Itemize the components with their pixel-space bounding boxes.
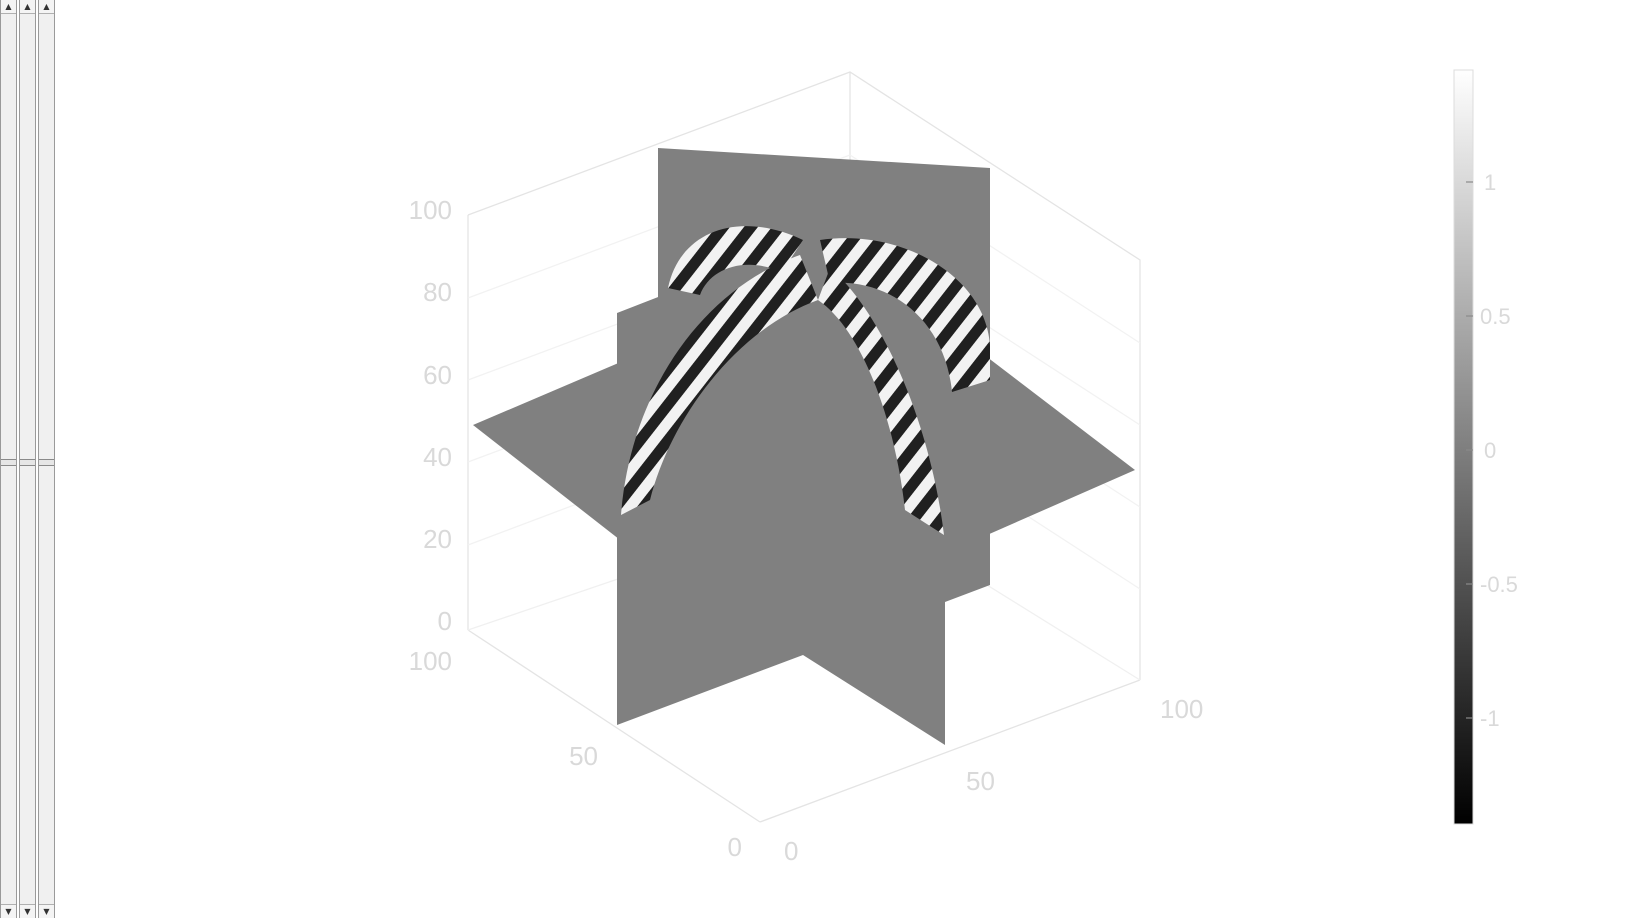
colorbar-gradient [1453,69,1474,825]
y-axis-ticks: 0 50 100 [409,646,742,862]
z-tick-label: 60 [423,360,452,390]
scroll-up-icon[interactable]: ▲ [20,0,35,14]
scroll-down-icon[interactable]: ▼ [20,904,35,918]
y-tick-label: 50 [569,741,598,771]
colorbar-tick-label: 0 [1484,438,1496,463]
z-tick-label: 40 [423,442,452,472]
x-tick-label: 0 [784,836,798,866]
scroll-down-icon[interactable]: ▼ [1,904,16,918]
slider-thumb[interactable] [20,459,35,466]
slider-thumb[interactable] [39,459,54,466]
slider-x[interactable]: ▲ ▼ [0,0,17,918]
sphere-shell-xz-left [621,255,818,515]
sphere-shell-xz-front-right [818,268,944,535]
volume-slices [473,148,1135,745]
sphere-shell-yz [668,226,803,295]
z-axis-ticks: 0 20 40 60 80 100 [409,195,452,636]
colorbar-tick-label: -0.5 [1480,572,1518,597]
x-axis-ticks: 0 50 100 [784,694,1203,866]
z-tick-label: 20 [423,524,452,554]
z-tick-label: 100 [409,195,452,225]
colorbar-tick-label: 1 [1484,170,1496,195]
slider-y[interactable]: ▲ ▼ [19,0,36,918]
scroll-up-icon[interactable]: ▲ [39,0,54,14]
scroll-down-icon[interactable]: ▼ [39,904,54,918]
z-tick-label: 0 [438,606,452,636]
scroll-up-icon[interactable]: ▲ [1,0,16,14]
slice-slider-panel: ▲ ▼ ▲ ▼ ▲ ▼ [0,0,60,918]
sphere-shell-xz-right [820,238,990,392]
colorbar: 1 0.5 0 -0.5 -1 [1453,69,1518,825]
colorbar-tick-label: -1 [1480,706,1500,731]
colorbar-tick-label: 0.5 [1480,304,1511,329]
slider-z[interactable]: ▲ ▼ [38,0,55,918]
y-tick-label: 100 [409,646,452,676]
x-tick-label: 50 [966,766,995,796]
y-tick-label: 0 [728,832,742,862]
slider-thumb[interactable] [1,459,16,466]
z-tick-label: 80 [423,277,452,307]
x-tick-label: 100 [1160,694,1203,724]
